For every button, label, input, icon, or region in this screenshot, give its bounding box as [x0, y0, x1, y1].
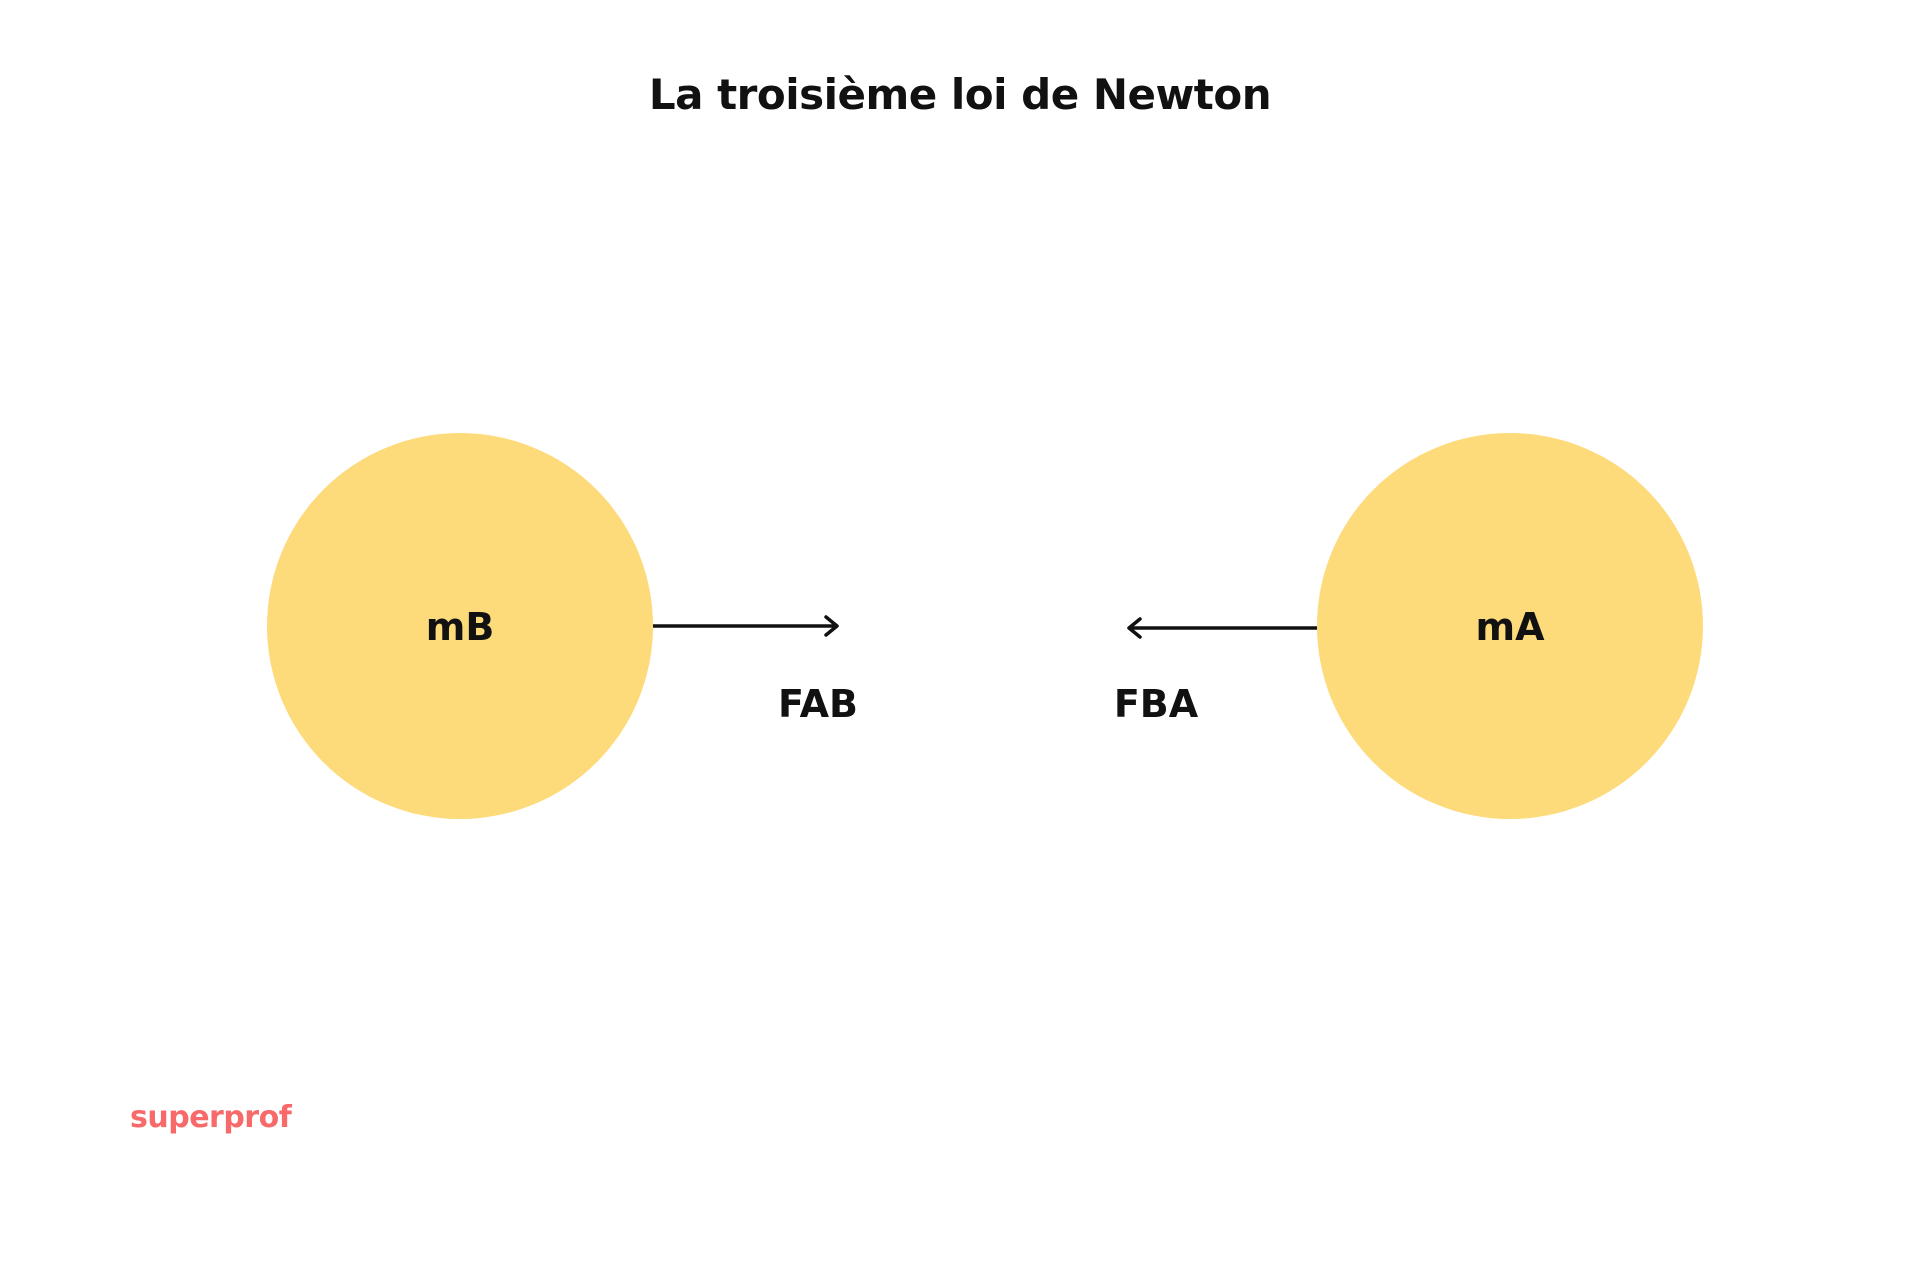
mass-circle-right — [1317, 433, 1703, 819]
force-label-right: FBA — [1114, 682, 1199, 726]
mass-circle-left — [267, 433, 653, 819]
diagram-title: La troisième loi de Newton — [648, 70, 1272, 119]
force-arrow-left — [653, 615, 839, 637]
force-arrow-right — [1127, 617, 1317, 639]
force-label-left: FAB — [778, 682, 858, 726]
superprof-logo: superprof — [130, 1100, 292, 1135]
mass-label-right: mA — [1475, 605, 1545, 649]
mass-label-left: mB — [426, 605, 495, 649]
